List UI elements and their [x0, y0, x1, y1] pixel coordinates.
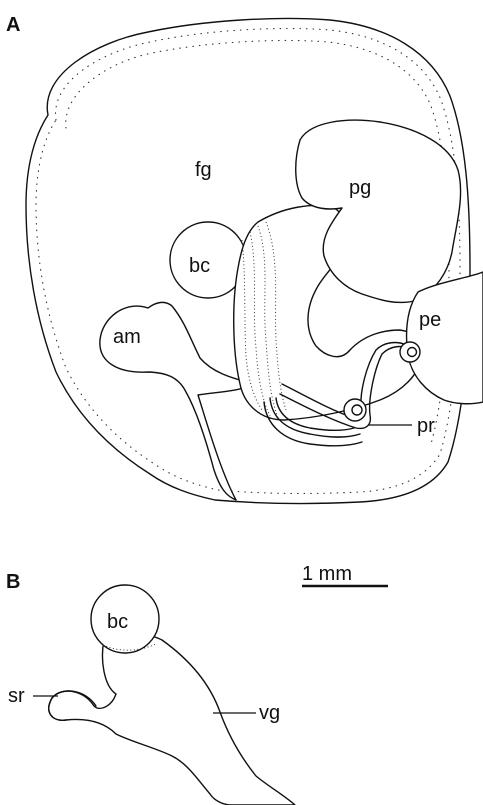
label-sr: sr: [8, 685, 25, 707]
label-pr: pr: [417, 415, 435, 437]
label-pe: pe: [419, 309, 441, 331]
panel-b-letter: B: [6, 571, 20, 593]
label-pg: pg: [349, 177, 371, 199]
label-bc-b: bc: [107, 611, 128, 633]
label-bc-a: bc: [189, 255, 210, 277]
label-am: am: [113, 326, 141, 348]
label-vg: vg: [259, 702, 280, 724]
scale-bar-label: 1 mm: [302, 563, 352, 585]
panel-a-letter: A: [6, 14, 20, 36]
label-fg: fg: [195, 159, 212, 181]
pe-outline: [407, 272, 483, 404]
scale-bar: 1 mm: [302, 563, 388, 586]
panel-b: B bc sr vg: [6, 571, 295, 805]
coil-lower-outer: [344, 399, 366, 421]
panel-a: A fg pg bc: [6, 14, 483, 503]
